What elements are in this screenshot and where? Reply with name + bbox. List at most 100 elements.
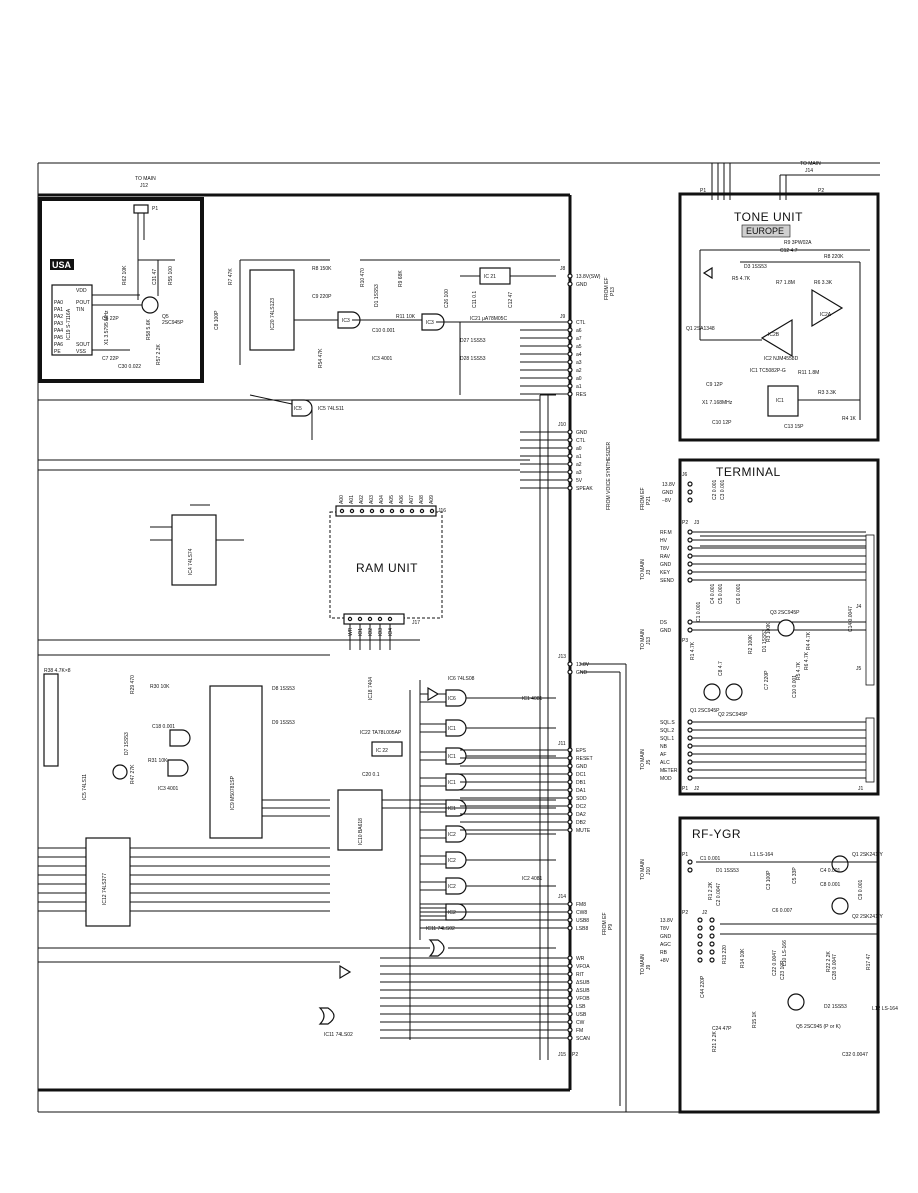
and-gate	[445, 747, 467, 765]
terminal-part-label: C2 0.001	[712, 479, 718, 500]
j11-pin-label: DC2	[576, 804, 586, 810]
tone-part-label: X1 7.168MHz	[702, 400, 733, 406]
ic19-pin-label: PE	[54, 349, 61, 355]
rf-part-label: C8 0.001	[820, 882, 841, 888]
terminal-transistor-label: Q2 2SC945P	[718, 712, 748, 718]
part-label: R58 5.6K	[146, 318, 152, 340]
inter-unit-wires	[38, 394, 680, 1113]
j15-pin	[567, 995, 573, 1001]
terminal-part-label: R6 4.7K	[804, 651, 810, 670]
j10-pin-label: a3	[576, 470, 582, 476]
j9-pin-label: a1	[576, 384, 582, 390]
usa-label: USA	[52, 260, 72, 270]
terminal-part-label: C4 0.001	[710, 583, 716, 604]
j9-pin	[567, 367, 573, 373]
rf-part-label: C5 33P	[792, 867, 798, 884]
p1-pin	[687, 751, 693, 757]
j13-label: J13	[558, 654, 566, 660]
ic19-label: IC19 S-7116A	[66, 308, 72, 340]
ic19-pin-label: SOUT	[76, 342, 90, 348]
rf-part-label: Q5 2SC945 (P or K)	[796, 1024, 841, 1030]
ram-top-pin-label: A08	[419, 495, 425, 504]
to-main-j5-id: J5	[646, 760, 652, 766]
ic6-label: IC6 74LS08	[448, 676, 475, 682]
ic3-label: IC3 4001	[372, 356, 393, 362]
j15-pin-label: CW	[576, 1020, 585, 1026]
rf-part-label: C23 10P	[780, 960, 786, 980]
part-label: C30 0.022	[118, 364, 141, 370]
terminal-transistor-label: Q1 2SC945P	[690, 708, 720, 714]
tone-part-label: R3 3.3K	[818, 390, 837, 396]
terminal-part-label: C8 4.7	[718, 661, 724, 676]
from-voice-label: FROM VOICE SYNTHESIZER	[606, 442, 612, 510]
j9-pin	[567, 391, 573, 397]
j3-pin-label: T8V	[660, 546, 670, 552]
j14-pin	[567, 925, 573, 931]
j3-pin	[687, 561, 693, 567]
j3-pin-label: KEY	[660, 570, 671, 576]
j9-pin	[567, 319, 573, 325]
p1-pin	[687, 727, 693, 733]
and-gate	[445, 851, 467, 869]
ram-top-pin-label: A01	[349, 495, 355, 504]
ic9: IC9 M50781SP D8 1SS53 D9 1SS53 R30 10K R…	[124, 675, 330, 839]
j3-pin-label: GND	[660, 562, 672, 568]
from-ef-id: P21	[646, 496, 652, 505]
ram-bottom-pin	[387, 616, 393, 622]
p1-pin-label: MOD	[660, 776, 672, 782]
terminal-p2-label: P2	[682, 520, 688, 526]
c9-label: C9 220P	[312, 294, 332, 300]
ic19-pin-label: POUT	[76, 300, 90, 306]
p1-pin-label: SQL.S	[660, 720, 675, 726]
gate-label: IC1	[448, 754, 456, 760]
j11-pin-label: SDD	[576, 796, 587, 802]
ram-top-pin-label: A03	[369, 495, 375, 504]
r9-label: R9 68K	[398, 270, 404, 287]
j11-pin	[567, 779, 573, 785]
to-main-j12-id: J12	[140, 183, 148, 189]
j11-pin	[567, 819, 573, 825]
j14-pin	[567, 909, 573, 915]
rf-part-label: C6 0.007	[772, 908, 793, 914]
and-gate	[445, 689, 467, 707]
terminal-title: TERMINAL	[716, 465, 781, 479]
rf-part-label: C9 0.001	[858, 879, 864, 900]
rf-p2-pin-label: +8V	[660, 958, 670, 964]
c11-label: C11 0.1	[472, 291, 478, 308]
terminal-p1-label: P1	[682, 786, 688, 792]
r31-label: R31 10K	[148, 758, 168, 764]
ram-top-pin	[409, 508, 415, 514]
ram-bottom-pin	[377, 616, 383, 622]
j9-pin-label: a4	[576, 352, 582, 358]
j8-label: J8	[560, 266, 566, 272]
inverter-gate	[427, 686, 440, 702]
terminal-part-label: C10 0.001	[792, 675, 798, 698]
r30-label: R30 10K	[150, 684, 170, 690]
j11-pin-label: DA1	[576, 788, 586, 794]
ic12-label: IC12 74LS377	[102, 873, 108, 905]
j10-pin-label: 5V	[576, 478, 583, 484]
p1-pin-label: ALC	[660, 760, 670, 766]
part-label: C6 22P	[102, 316, 119, 322]
tone-part-label: C12 4.7	[780, 248, 798, 254]
j15-pin-label: VFOB	[576, 996, 590, 1002]
gate-label: IC2	[448, 832, 456, 838]
rf-p2-pin	[697, 917, 703, 923]
to-main-j3-id: J3	[646, 570, 652, 576]
j6-label: J6	[682, 472, 688, 478]
j9-pin-label: RES	[576, 392, 587, 398]
terminal-part-label: R1 4.7K	[690, 641, 696, 660]
to-main-j10-label: TO MAIN	[640, 859, 646, 880]
gate-label: IC2	[448, 858, 456, 864]
rf-p2-pin-label: GND	[660, 934, 672, 940]
ram-bottom-pin-label: IO3	[378, 628, 384, 636]
part-label: C31 47	[152, 269, 158, 285]
tone-part-label: R6 3.3K	[814, 280, 833, 286]
ic11-label: IC11 74LS02	[426, 926, 455, 932]
j8-from-label: FROM EF	[604, 278, 610, 301]
r8-label: R8 150K	[312, 266, 332, 272]
j8-connector: J8 13.8V(SW) GND FROM EF P13	[560, 266, 616, 300]
rf-p2-pin	[697, 933, 703, 939]
